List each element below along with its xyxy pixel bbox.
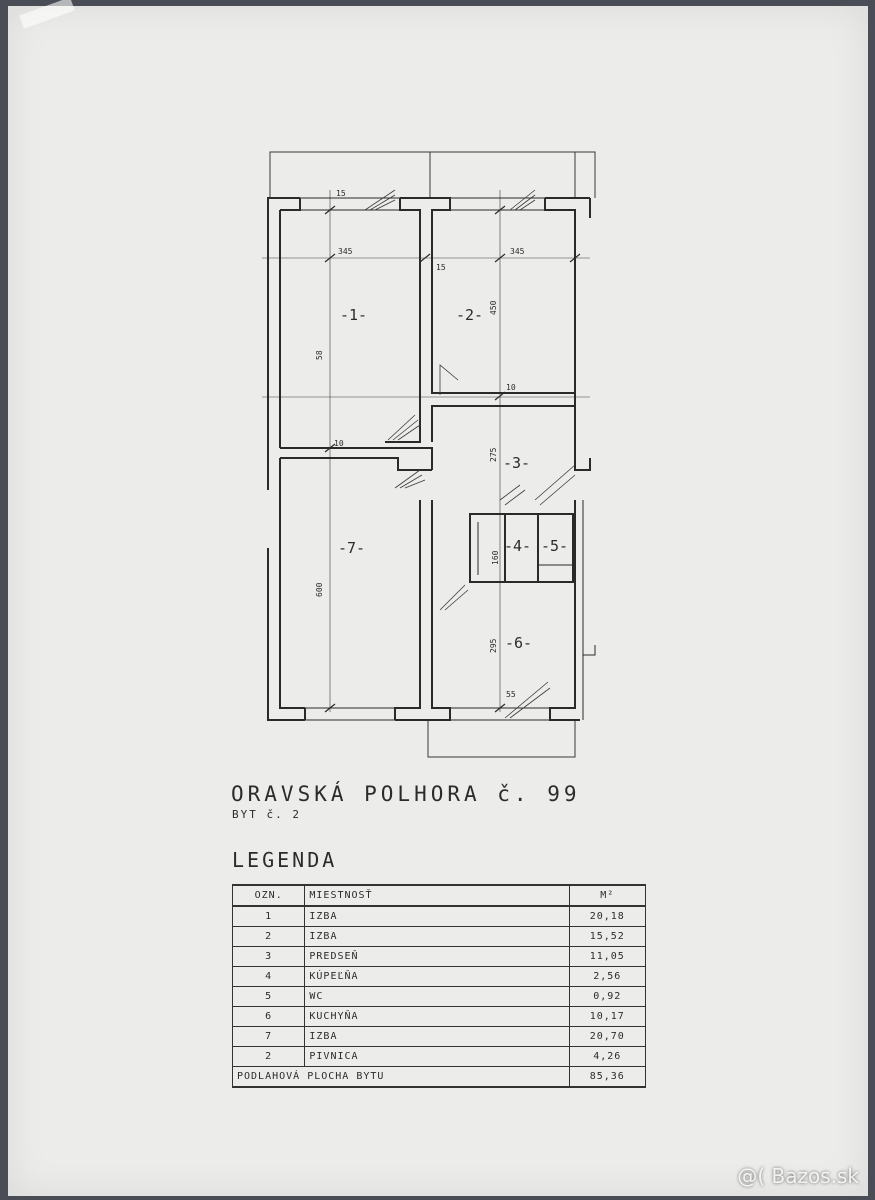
legend-header-row: OZN. MIESTNOSŤ M² — [231, 884, 646, 907]
cell-area: 11,05 — [568, 946, 646, 967]
dim-160: 160 — [491, 550, 500, 565]
cell-room: KÚPEĽŇA — [304, 966, 569, 987]
table-row: 5 WC 0,92 — [231, 986, 646, 1007]
dim-58: 58 — [315, 350, 324, 360]
room-label-1: -1- — [340, 306, 367, 324]
table-row: 2 IZBA 15,52 — [231, 926, 646, 947]
table-row: 2 PIVNICA 4,26 — [231, 1046, 646, 1067]
cell-ozn: 4 — [231, 966, 306, 987]
col-header-ozn: OZN. — [231, 884, 306, 907]
cell-room: IZBA — [304, 1026, 569, 1047]
legend-heading: LEGENDA — [232, 848, 338, 872]
table-row: 4 KÚPEĽŇA 2,56 — [231, 966, 646, 987]
dim-10-right: 10 — [506, 383, 516, 392]
cell-room: PIVNICA — [304, 1046, 569, 1067]
total-label: PODLAHOVÁ PLOCHA BYTU — [232, 1066, 569, 1088]
table-row: 3 PREDSEŇ 11,05 — [231, 946, 646, 967]
page-title: ORAVSKÁ POLHORA č. 99 — [231, 782, 581, 806]
cell-ozn: 6 — [231, 1006, 306, 1027]
total-area: 85,36 — [568, 1066, 646, 1088]
room-label-5: -5- — [541, 537, 568, 555]
col-header-area: M² — [568, 884, 646, 907]
cell-ozn: 2 — [231, 1046, 306, 1067]
dim-345-left: 345 — [338, 247, 353, 256]
room-label-7: -7- — [338, 539, 365, 557]
dim-55: 55 — [506, 690, 516, 699]
room-label-2: -2- — [456, 306, 483, 324]
cell-area: 20,70 — [568, 1026, 646, 1047]
cell-room: IZBA — [304, 905, 569, 927]
cell-area: 10,17 — [568, 1006, 646, 1027]
room-label-6: -6- — [505, 634, 532, 652]
cell-area: 4,26 — [568, 1046, 646, 1067]
legend-table: OZN. MIESTNOSŤ M² 1 IZBA 20,18 2 IZBA 15… — [231, 884, 646, 1088]
cell-room: KUCHYŇA — [304, 1006, 569, 1027]
watermark-logo: @( Bazos.sk — [737, 1164, 859, 1188]
dim-345-right: 345 — [510, 247, 525, 256]
dim-600: 600 — [315, 582, 324, 597]
floor-plan: -1- -2- -3- -4- -5- -6- -7- 345 345 15 1… — [262, 151, 596, 758]
dim-295: 295 — [489, 638, 498, 653]
dim-10-left: 10 — [334, 439, 344, 448]
cell-area: 0,92 — [568, 986, 646, 1007]
cell-ozn: 1 — [231, 905, 306, 927]
cell-room: WC — [304, 986, 569, 1007]
total-row: PODLAHOVÁ PLOCHA BYTU 85,36 — [232, 1066, 646, 1088]
table-row: 6 KUCHYŇA 10,17 — [231, 1006, 646, 1027]
dim-275: 275 — [489, 447, 498, 462]
cell-room: PREDSEŇ — [304, 946, 569, 967]
cell-ozn: 5 — [231, 986, 306, 1007]
cell-ozn: 3 — [231, 946, 306, 967]
cell-area: 20,18 — [568, 905, 646, 927]
cell-area: 15,52 — [568, 926, 646, 947]
col-header-room: MIESTNOSŤ — [304, 884, 569, 907]
dim-15-mid: 15 — [436, 263, 446, 272]
cell-room: IZBA — [304, 926, 569, 947]
cell-ozn: 2 — [231, 926, 306, 947]
cell-area: 2,56 — [568, 966, 646, 987]
page-subtitle: BYT č. 2 — [232, 808, 301, 821]
room-label-4: -4- — [504, 537, 531, 555]
table-row: 7 IZBA 20,70 — [231, 1026, 646, 1047]
cell-ozn: 7 — [231, 1026, 306, 1047]
dim-15-top: 15 — [336, 189, 346, 198]
room-label-3: -3- — [503, 454, 530, 472]
dim-450: 450 — [489, 300, 498, 315]
table-row: 1 IZBA 20,18 — [231, 905, 646, 927]
